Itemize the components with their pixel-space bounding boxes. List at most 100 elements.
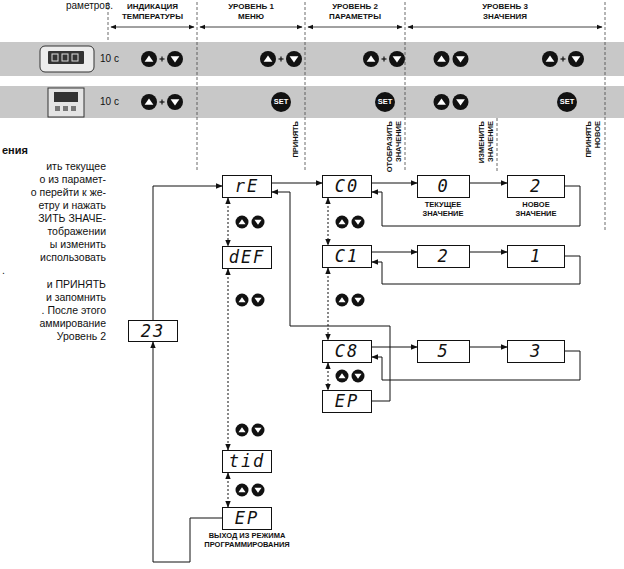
flow-connector	[372, 347, 417, 348]
button-arrow	[145, 98, 154, 104]
column-header: УРОВЕНЬ 1 МЕНЮ	[221, 2, 281, 22]
body-text-line: о из парамет-	[0, 173, 106, 186]
navigation-arrow	[328, 363, 329, 390]
display-window	[48, 51, 84, 64]
button-symbol	[236, 484, 249, 497]
display-value: 2	[437, 248, 449, 265]
display-box: 23	[128, 320, 178, 342]
display-box: 2	[417, 245, 470, 268]
button-arrow	[367, 55, 376, 61]
display-box: 3	[507, 340, 565, 363]
flow-connector	[372, 183, 417, 184]
button-symbol	[236, 216, 249, 229]
button-symbol	[236, 294, 249, 307]
display-box: 2	[507, 175, 565, 198]
gray-band	[0, 86, 624, 118]
button-arrow	[238, 297, 245, 302]
device-key	[71, 106, 76, 111]
body-text-line: аммирование	[0, 317, 106, 330]
body-text-line: о перейти к же-	[0, 186, 106, 199]
body-text-line: и запомнить	[0, 291, 106, 304]
column-header: УРОВЕНЬ 2 ПАРАМЕТРЫ	[325, 2, 385, 22]
button-arrow	[546, 55, 555, 61]
header-arrow	[408, 27, 602, 28]
column-divider	[497, 118, 498, 172]
segment-digit	[62, 54, 68, 61]
button-symbol	[252, 294, 265, 307]
set-key-label: SET	[553, 97, 581, 107]
button-arrow	[338, 297, 345, 302]
body-text-line: использовать	[0, 251, 106, 264]
display-box: tid	[222, 450, 272, 473]
set-key-label: SET	[267, 97, 295, 107]
button-symbol	[167, 94, 183, 110]
button-symbol	[434, 94, 450, 110]
header-arrow	[200, 27, 302, 28]
body-text-line: ения	[2, 144, 102, 157]
body-text-line: етру и нажать	[0, 199, 106, 212]
button-arrow	[393, 56, 402, 62]
button-symbol	[260, 51, 276, 67]
navigation-arrow	[228, 198, 229, 246]
button-arrow	[338, 373, 345, 378]
display-value: EP	[335, 393, 359, 410]
flow-connector	[272, 192, 390, 401]
plus-sign	[383, 57, 384, 62]
plus-sign	[161, 57, 162, 62]
button-arrow	[254, 298, 261, 303]
button-arrow	[254, 488, 261, 493]
button-symbol	[352, 216, 365, 229]
display-box: C0	[322, 175, 372, 198]
button-symbol	[542, 51, 558, 67]
button-arrow	[145, 55, 154, 61]
header-arrow	[308, 27, 402, 28]
button-symbol	[167, 51, 183, 67]
display-window	[54, 92, 78, 102]
navigation-arrow	[328, 198, 329, 245]
plus-sign	[161, 100, 162, 105]
button-symbol	[453, 51, 469, 67]
display-value: C8	[335, 343, 359, 360]
value-caption: НОВОЕ ЗНАЧЕНИЕ	[506, 200, 566, 218]
panel-thermostat-icon	[40, 46, 94, 72]
column-divider	[305, 2, 306, 170]
body-text-line: и ПРИНЯТЬ	[0, 278, 106, 291]
body-text-line: ЗИТЬ ЗНАЧЕ-	[0, 212, 106, 225]
step-label: ПРИНЯТЬ НОВОЕ	[584, 121, 602, 171]
button-symbol	[336, 294, 349, 307]
body-text-line: ить текущее	[0, 160, 106, 173]
timing-note: 10 с	[100, 53, 134, 65]
button-symbol	[352, 370, 365, 383]
display-value: C1	[335, 248, 359, 265]
timing-note: 10 с	[100, 96, 134, 108]
button-symbol	[252, 484, 265, 497]
exit-caption: ВЫХОД ИЗ РЕЖИМА ПРОГРАММИРОВАНИЯ	[197, 531, 297, 549]
button-symbol	[141, 51, 157, 67]
set-key-label: SET	[371, 97, 399, 107]
segment-digit	[72, 54, 78, 61]
button-symbol	[389, 51, 405, 67]
button-arrow	[572, 56, 581, 62]
display-value: 23	[141, 323, 165, 340]
flow-connector	[153, 342, 222, 562]
column-divider	[405, 2, 406, 170]
display-box: C8	[322, 340, 372, 363]
button-arrow	[171, 56, 180, 62]
column-header: УРОВЕНЬ 3 ЗНАЧЕНИЯ	[475, 2, 535, 22]
button-symbol	[141, 94, 157, 110]
display-value: 0	[437, 178, 449, 195]
button-symbol	[336, 216, 349, 229]
button-arrow	[238, 427, 245, 432]
display-box: 1	[507, 245, 565, 268]
button-symbol	[286, 51, 302, 67]
step-label: ИЗМЕНИТЬ ЗНАЧЕНИЕ	[477, 121, 495, 173]
display-value: tid	[229, 453, 266, 470]
din-controller-icon	[48, 88, 84, 117]
display-value: 5	[437, 343, 449, 360]
display-value: 1	[530, 248, 542, 265]
gray-band	[0, 42, 624, 76]
display-box: 5	[417, 340, 470, 363]
button-symbol	[434, 51, 450, 67]
button-symbol	[568, 51, 584, 67]
